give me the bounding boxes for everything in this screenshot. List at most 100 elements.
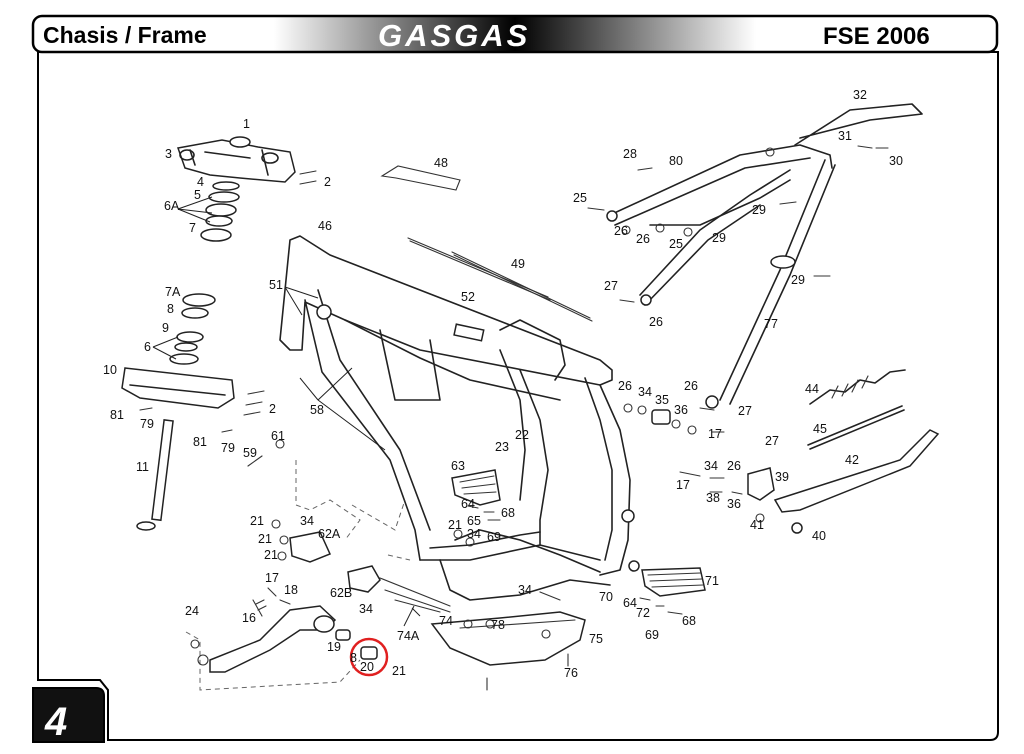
brand-logo: GASGAS <box>378 18 530 53</box>
rear-suspension-bushes <box>623 403 725 435</box>
right-footpeg <box>639 567 706 615</box>
callout: 11 <box>136 460 149 474</box>
callout: 81 <box>110 408 124 422</box>
small-bolts-left <box>139 170 317 467</box>
callout: 31 <box>838 129 852 143</box>
brake-pedal <box>185 587 361 691</box>
callout: 26 <box>684 379 698 393</box>
callout: 45 <box>813 422 827 436</box>
callout: 10 <box>103 363 117 377</box>
lower-triple-clamp <box>121 367 235 409</box>
page-border <box>37 51 999 741</box>
callout: 70 <box>599 590 613 604</box>
callout: 80 <box>669 154 683 168</box>
leader-lines <box>152 196 421 627</box>
callout: 27 <box>765 434 779 448</box>
callout: 35 <box>655 393 669 407</box>
callout: 62A <box>318 527 341 541</box>
main-frame <box>279 235 640 601</box>
callout: 34 <box>467 527 481 541</box>
callout: 51 <box>269 278 283 292</box>
callout: 77 <box>764 317 778 331</box>
left-footpeg <box>451 469 501 521</box>
page-number-tab: 4 <box>32 687 105 744</box>
callout: 40 <box>812 529 826 543</box>
callout: 26 <box>618 379 632 393</box>
callout: 5 <box>194 188 201 202</box>
callout: 34 <box>300 514 314 528</box>
upper-triple-clamp <box>177 136 296 183</box>
callout: 17 <box>708 427 722 441</box>
skid-plate <box>430 611 586 691</box>
callout: 79 <box>221 441 235 455</box>
callout: 76 <box>564 666 578 680</box>
callout: 6 <box>144 340 151 354</box>
callout: 22 <box>515 428 529 442</box>
callout-labels: 1 2 3 4 5 6A 7 7A 8 9 6 10 81 79 2 81 79… <box>103 88 903 680</box>
callout: 44 <box>805 382 819 396</box>
callout: 62B <box>330 586 352 600</box>
callout: 72 <box>636 606 650 620</box>
callout: 29 <box>712 231 726 245</box>
callout: 41 <box>750 518 764 532</box>
side-stand <box>773 429 940 534</box>
callout: 28 <box>623 147 637 161</box>
callout: 64 <box>461 497 475 511</box>
callout: 29 <box>791 273 805 287</box>
engine-mount-bolts <box>271 519 561 629</box>
callout: 21 <box>258 532 272 546</box>
callout: 59 <box>243 446 257 460</box>
callout: 69 <box>487 530 501 544</box>
callout: 23 <box>495 440 509 454</box>
callout: 64 <box>623 596 637 610</box>
callout: 81 <box>193 435 207 449</box>
callout: 16 <box>242 611 256 625</box>
callout: 65 <box>467 514 481 528</box>
callout: 9 <box>162 321 169 335</box>
callout: 58 <box>310 403 324 417</box>
callout: 52 <box>461 290 475 304</box>
callout: 36 <box>674 403 688 417</box>
callout: 38 <box>706 491 720 505</box>
callout: 48 <box>434 156 448 170</box>
callout: 20 <box>360 660 374 674</box>
callout: 6A <box>164 199 180 213</box>
callout: 21 <box>250 514 264 528</box>
header-bar: Chasis / Frame GASGAS FSE 2006 <box>31 14 999 54</box>
callout: 68 <box>682 614 696 628</box>
callout: 17 <box>265 571 279 585</box>
callout: 34 <box>704 459 718 473</box>
damper-rod <box>807 405 905 450</box>
callout: 24 <box>185 604 199 618</box>
callout: 30 <box>889 154 903 168</box>
callout: 25 <box>573 191 587 205</box>
callout: 26 <box>614 224 628 238</box>
callout: 49 <box>511 257 525 271</box>
callout: 74A <box>397 629 420 643</box>
callout: 29 <box>752 203 766 217</box>
subframe <box>606 103 923 409</box>
callout: 69 <box>645 628 659 642</box>
callout: 42 <box>845 453 859 467</box>
callout: 4 <box>197 175 204 189</box>
callout: 26 <box>649 315 663 329</box>
callout: 8 <box>167 302 174 316</box>
callout: 75 <box>589 632 603 646</box>
callout: 25 <box>669 237 683 251</box>
callout: 34 <box>638 385 652 399</box>
subframe-bolts <box>587 145 889 303</box>
callout: 2 <box>324 175 331 189</box>
callout: 21 <box>264 548 278 562</box>
callout: 7 <box>189 221 196 235</box>
callout: 46 <box>318 219 332 233</box>
callout: 21 <box>392 664 406 678</box>
callout: 26 <box>636 232 650 246</box>
callout: 21 <box>448 518 462 532</box>
callout: 68 <box>501 506 515 520</box>
highlight-circle <box>349 637 389 677</box>
callout: 61 <box>271 429 285 443</box>
steering-stem <box>136 419 174 531</box>
callout: 78 <box>491 618 505 632</box>
callout: 36 <box>727 497 741 511</box>
